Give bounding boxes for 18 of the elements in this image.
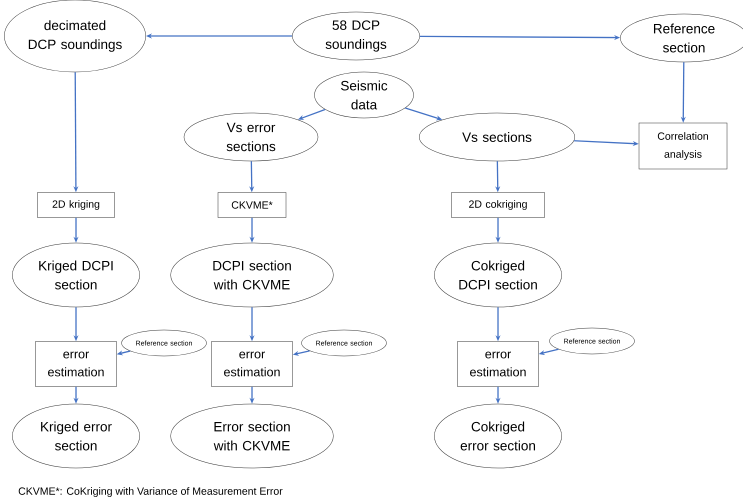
oval: Cokriged error section [434, 404, 562, 468]
oval: Vs error sections [184, 112, 318, 162]
oval: Vs sections [418, 112, 576, 162]
oval: Kriged DCPI section [12, 242, 140, 308]
oval: Seismic data [314, 72, 414, 118]
process-box: error estimation [457, 341, 539, 387]
process-box: error estimation [211, 341, 293, 387]
oval: DCPI section with CKVME [170, 242, 334, 308]
process-box: error estimation [35, 341, 117, 387]
process-box: CKVME* [218, 192, 286, 218]
process-box: 2D cokriging [451, 192, 545, 218]
process-box: Correlation analysis [638, 122, 728, 170]
oval: Error section with CKVME [170, 404, 334, 468]
oval: Cokriged DCPI section [434, 242, 562, 308]
process-box: 2D kriging [37, 192, 115, 218]
oval: Kriged error section [12, 404, 140, 468]
footnote: CKVME*: CoKriging with Variance of Measurement Error [18, 487, 283, 497]
oval: 58 DCP soundings [292, 12, 420, 60]
